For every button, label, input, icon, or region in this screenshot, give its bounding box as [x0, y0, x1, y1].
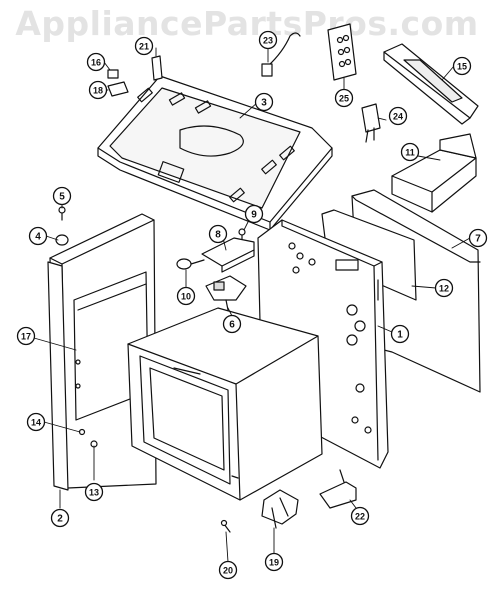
callout-circle — [16, 326, 36, 346]
callout-circle — [258, 30, 278, 50]
callout-19: 19 — [264, 552, 284, 572]
callout-label: 20 — [223, 566, 233, 576]
callout-label: 7 — [475, 234, 481, 245]
oven-cavity — [127, 307, 323, 501]
callout-circle — [88, 80, 108, 100]
callout-2: 2 — [50, 508, 70, 528]
callout-23: 23 — [258, 30, 278, 50]
callout-22: 22 — [350, 506, 370, 526]
callout-circle — [400, 142, 420, 162]
callouts: 1234567891011121314151617181920212223242… — [16, 30, 488, 580]
callout-circle — [254, 92, 274, 112]
part-15-vent-trim — [383, 43, 479, 125]
part-18-clip — [107, 81, 129, 97]
part-20-screw — [220, 519, 231, 533]
callout-circle — [218, 560, 238, 580]
callout-label: 24 — [393, 112, 403, 122]
callout-5: 5 — [52, 186, 72, 206]
callout-12: 12 — [434, 278, 454, 298]
callout-circle — [84, 482, 104, 502]
callout-label: 22 — [355, 512, 365, 522]
callout-9: 9 — [244, 204, 264, 224]
callout-label: 18 — [93, 86, 103, 96]
part-2-side-trim — [47, 261, 69, 491]
callout-label: 2 — [57, 514, 63, 525]
callout-label: 3 — [261, 98, 267, 109]
part-24-vent-switch — [361, 103, 381, 143]
callout-label: 4 — [35, 232, 41, 243]
callout-label: 25 — [339, 94, 349, 104]
callout-circle — [222, 314, 242, 334]
callout-label: 11 — [405, 148, 415, 158]
callout-17: 17 — [16, 326, 36, 346]
callout-20: 20 — [218, 560, 238, 580]
part-11-vent-duct — [391, 133, 477, 213]
callout-label: 15 — [457, 62, 467, 72]
callout-circle — [52, 186, 72, 206]
callout-label: 12 — [439, 284, 449, 294]
callout-21: 21 — [134, 36, 154, 56]
callout-label: 21 — [139, 42, 149, 52]
part-10-igniter — [176, 258, 205, 270]
callout-24: 24 — [388, 106, 408, 126]
callout-circle — [334, 88, 354, 108]
part-19-hinge — [261, 489, 299, 529]
part-6-valve-assembly — [205, 275, 247, 311]
callout-circle — [176, 286, 196, 306]
callout-label: 13 — [89, 488, 99, 498]
callout-4: 4 — [28, 226, 48, 246]
callout-circle — [86, 52, 106, 72]
watermark: AppliancePartsPros.com — [15, 4, 479, 43]
callout-circle — [134, 36, 154, 56]
callout-label: 17 — [21, 332, 31, 342]
callout-10: 10 — [176, 286, 196, 306]
callout-circle — [434, 278, 454, 298]
callout-3: 3 — [254, 92, 274, 112]
callout-circle — [452, 56, 472, 76]
callout-circle — [244, 204, 264, 224]
callout-circle — [26, 412, 46, 432]
callout-label: 19 — [269, 558, 279, 568]
callout-label: 5 — [59, 192, 65, 203]
callout-label: 1 — [397, 330, 403, 341]
part-5-screw — [58, 206, 66, 221]
callout-14: 14 — [26, 412, 46, 432]
callout-circle — [264, 552, 284, 572]
callout-circle — [388, 106, 408, 126]
callout-circle — [390, 324, 410, 344]
callout-label: 8 — [215, 230, 221, 241]
callout-circle — [50, 508, 70, 528]
callout-8: 8 — [208, 224, 228, 244]
callout-circle — [28, 226, 48, 246]
callout-1: 1 — [390, 324, 410, 344]
part-23-wiring — [261, 32, 301, 77]
callout-18: 18 — [88, 80, 108, 100]
callout-circle — [350, 506, 370, 526]
part-16-clip — [107, 69, 119, 79]
callout-circle — [208, 224, 228, 244]
callout-label: 23 — [263, 36, 273, 46]
callout-label: 14 — [31, 418, 41, 428]
callout-15: 15 — [452, 56, 472, 76]
callout-16: 16 — [86, 52, 106, 72]
callout-label: 16 — [91, 58, 101, 68]
callout-6: 6 — [222, 314, 242, 334]
callout-7: 7 — [468, 228, 488, 248]
callout-label: 6 — [229, 320, 235, 331]
part-22-hinge-receiver — [319, 469, 357, 509]
part-4-grommet — [55, 234, 69, 246]
part-3-top-panel — [97, 75, 333, 231]
callout-label: 10 — [181, 292, 191, 302]
callout-13: 13 — [84, 482, 104, 502]
callout-label: 9 — [251, 210, 257, 221]
part-21-bracket — [151, 55, 163, 81]
callout-11: 11 — [400, 142, 420, 162]
callout-25: 25 — [334, 88, 354, 108]
part-25-switch-block — [327, 23, 357, 81]
part-8-bracket — [201, 237, 255, 273]
callout-circle — [468, 228, 488, 248]
